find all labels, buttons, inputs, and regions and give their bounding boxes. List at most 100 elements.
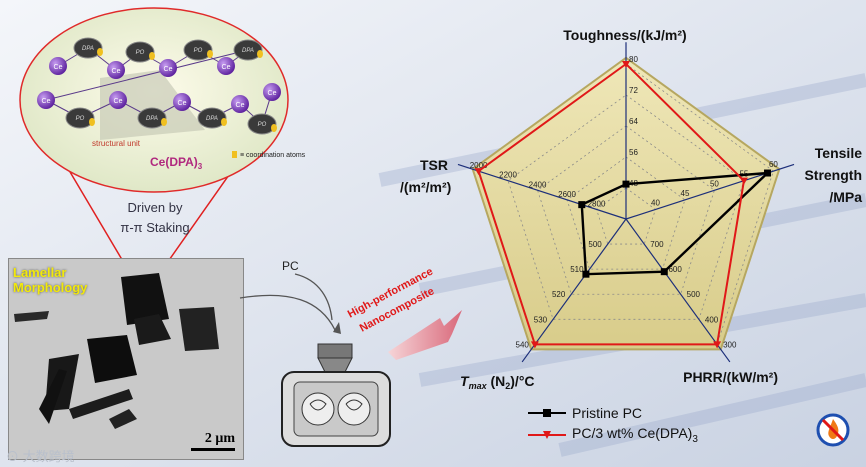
ligand-disc-label: PO: [194, 48, 203, 54]
ce-atom-icon: [231, 95, 249, 113]
axis-label-tsr-1: TSR: [420, 157, 448, 173]
radar-tick-label: 500: [588, 240, 602, 249]
sem-label: Lamellar Morphology: [13, 265, 87, 295]
ligand-disc-icon: [73, 37, 103, 59]
radar-tick-label: 600: [668, 265, 682, 274]
ligand-disc-icon: [247, 113, 277, 135]
flame-retardant-icon: [816, 413, 850, 447]
radar-tick-label: 510: [570, 265, 584, 274]
axis-label-tsr-2: /(m²/m²): [400, 179, 451, 195]
ce-atom-label: Ce: [112, 68, 121, 75]
radar-tick-label: 50: [710, 179, 719, 188]
ce-atom-icon: [159, 59, 177, 77]
ce-atom-label: Ce: [42, 98, 51, 105]
legend-item-composite: PC/3 wt% Ce(DPA)3: [528, 424, 698, 446]
ce-atom-label: Ce: [164, 66, 173, 73]
series-point-triangle: [530, 341, 539, 349]
radar-tick-label: 60: [769, 160, 778, 169]
ce-atom-icon: [37, 91, 55, 109]
watermark-text: 大数跨境: [22, 449, 75, 464]
axis-label-tmax: Tmax (N2)/°C: [460, 373, 535, 391]
coordination-atom: [89, 118, 95, 126]
ce-atom-icon: [109, 91, 127, 109]
watermark: ⊙ 大数跨境: [6, 449, 75, 464]
radar-tick-label: 540: [516, 340, 530, 349]
coordination-atom: [271, 124, 277, 132]
ligand-disc-label: DPA: [82, 46, 94, 52]
ligand-disc-label: DPA: [146, 116, 158, 122]
molecule-bond: [45, 49, 249, 101]
axis-label-tensile-3: /MPa: [829, 189, 862, 205]
radar-tick-label: 2200: [499, 171, 517, 180]
legend: Pristine PC PC/3 wt% Ce(DPA)3: [528, 402, 698, 446]
radar-axis-labels: Toughness/(kJ/m²) Tensile Strength /MPa …: [400, 27, 862, 391]
radar-tick-label: 530: [534, 315, 548, 324]
ligand-disc-icon: [65, 107, 95, 129]
ligand-disc-icon: [233, 39, 263, 61]
ce-atom-label: Ce: [236, 102, 245, 109]
legend-marker-triangle-icon: [528, 431, 566, 439]
ce-atom-icon: [217, 57, 235, 75]
axis-label-toughness: Toughness/(kJ/m²): [563, 27, 686, 43]
ce-dpa-title: Ce(DPA)3: [150, 155, 203, 171]
radar-tick-label: 56: [629, 148, 638, 157]
radar-tick-label: 300: [723, 340, 737, 349]
radar-tick-label: 400: [705, 315, 719, 324]
ligand-disc-label: PO: [76, 116, 85, 122]
ce-atom-icon: [173, 93, 191, 111]
axis-label-phrr: PHRR/(kW/m²): [683, 369, 778, 385]
radar-tick-label: 40: [651, 198, 660, 207]
scale-bar: [191, 448, 235, 451]
legend-marker-square-icon: [528, 409, 566, 417]
series-line-1: [477, 62, 746, 346]
axis-label-tensile-2: Strength: [804, 167, 862, 183]
radar-grid-ring: [596, 187, 656, 245]
axis-label-tensile-1: Tensile: [815, 145, 862, 161]
radar-tick-label: 45: [681, 189, 690, 198]
ce-atom-label: Ce: [178, 100, 187, 107]
series-point-triangle: [622, 61, 630, 68]
ligand-disc-icon: [125, 41, 155, 63]
sem-label-line2: Morphology: [13, 280, 88, 295]
sem-flakes: [14, 273, 219, 429]
rotor-right-icon: [337, 392, 371, 426]
ligand-disc-icon: [183, 39, 213, 61]
coordination-atom: [161, 118, 167, 126]
radar-axis-line: [625, 218, 731, 363]
series-point-square: [764, 169, 772, 177]
structural-unit-label: structural unit: [92, 139, 141, 148]
ligand-disc-icon: [137, 107, 167, 129]
radar-axis-line: [457, 163, 627, 220]
coordination-note: ≡ coordination atoms: [240, 152, 306, 159]
ligand-disc-label: DPA: [242, 48, 254, 54]
radar-tick-label: 2600: [558, 190, 576, 199]
legend-label-pristine: Pristine PC: [572, 405, 643, 421]
legend-item-pristine: Pristine PC: [528, 402, 698, 424]
radar-tick-label: 700: [650, 240, 664, 249]
radar-grid-ring: [537, 125, 715, 295]
radar-axes: [457, 42, 795, 363]
driven-line2: π-π Staking: [120, 220, 190, 235]
pc-arrow: [294, 273, 333, 321]
series-point-square: [660, 268, 668, 276]
series-point-triangle: [739, 177, 748, 185]
legend-label-composite: PC/3 wt% Ce(DPA)3: [572, 425, 698, 445]
driven-by-text: Driven by π-π Staking: [95, 198, 215, 238]
radar-tick-label: 2400: [529, 180, 547, 189]
ce-atom-label: Ce: [268, 90, 277, 97]
pc-label: PC: [282, 259, 299, 273]
sem-image: Lamellar Morphology 2 μm: [8, 258, 244, 460]
rotor-left-icon: [301, 392, 335, 426]
radar-tick-label: 72: [629, 86, 638, 95]
coordination-atom: [221, 118, 227, 126]
coordination-atom: [97, 48, 103, 56]
structural-unit-region: [100, 70, 205, 140]
radar-tick-label: 80: [629, 55, 638, 64]
ce-atom-label: Ce: [222, 64, 231, 71]
radar-tick-label: 500: [687, 290, 701, 299]
